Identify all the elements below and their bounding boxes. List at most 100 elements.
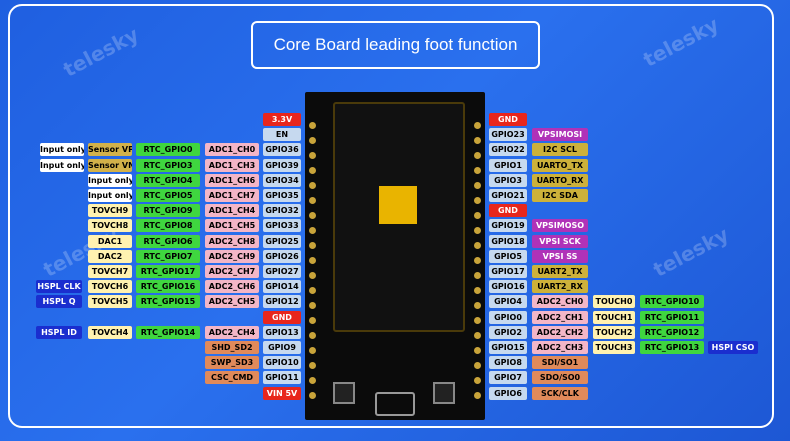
- header-pin: [474, 347, 481, 354]
- function-label: VPSIMOSO: [532, 219, 588, 233]
- header-pin: [474, 227, 481, 234]
- function-label: ADC2_CH1: [532, 310, 588, 324]
- note-label: Input only: [88, 189, 132, 202]
- rtc-label: RTC_GPIO10: [640, 295, 704, 309]
- adc-label: ADC1_CH4: [205, 204, 259, 218]
- adc-label: ADC2_CH7: [205, 265, 259, 278]
- adc-label: ADC2_CH4: [205, 325, 259, 339]
- touch-label: TOVCH7: [88, 265, 132, 278]
- right-pin-label: GND: [489, 204, 527, 218]
- rtc-label: RTC_GPIO12: [640, 325, 704, 339]
- touch-label: TOUCH1: [593, 310, 635, 324]
- left-pin-label: GPIO34: [263, 173, 301, 187]
- flash-label: SHD_SD2: [205, 341, 259, 354]
- rtc-label: RTC_GPIO13: [640, 341, 704, 354]
- boot-button[interactable]: [433, 382, 455, 404]
- right-pin-label: GPIO16: [489, 280, 527, 294]
- hspi-label: HSPL ID: [36, 325, 82, 339]
- function-label: ADC2_CH2: [532, 325, 588, 339]
- touch-label: TOVCH9: [88, 204, 132, 218]
- left-pin-label: GPIO14: [263, 280, 301, 294]
- chip: [379, 186, 417, 224]
- adc-label: ADC2_CH9: [205, 249, 259, 263]
- rtc-label: RTC_GPIO16: [136, 280, 200, 294]
- left-pin-label: GPIO12: [263, 295, 301, 309]
- header-pin: [309, 242, 316, 249]
- left-pin-label: VIN 5V: [263, 386, 301, 400]
- rtc-label: RTC_GPIO7: [136, 249, 200, 263]
- touch-label: DAC1: [88, 234, 132, 248]
- touch-label: TOVCH8: [88, 219, 132, 233]
- outer-frame: [8, 4, 774, 428]
- function-label: I2C SDA: [532, 189, 588, 202]
- header-pin: [309, 362, 316, 369]
- function-label: UARTO_RX: [532, 173, 588, 187]
- left-pin-label: 3.3V: [263, 113, 301, 126]
- right-pin-label: GPIO3: [489, 173, 527, 187]
- left-pin-label: GPIO33: [263, 219, 301, 233]
- note-label: Input only: [40, 143, 84, 157]
- wifi-module: [333, 102, 465, 332]
- touch-label: TOUCH3: [593, 341, 635, 354]
- header-pin: [474, 182, 481, 189]
- right-pin-label: GPIO4: [489, 295, 527, 309]
- note-label: Input only: [40, 158, 84, 172]
- function-label: VPSI SS: [532, 249, 588, 263]
- header-pin: [474, 212, 481, 219]
- esp32-board: [305, 92, 485, 420]
- function-label: UART2_RX: [532, 280, 588, 294]
- right-pin-label: GPIO19: [489, 219, 527, 233]
- function-label: UART2_TX: [532, 265, 588, 278]
- left-pin-label: EN: [263, 128, 301, 142]
- header-pin: [474, 242, 481, 249]
- header-pin: [309, 377, 316, 384]
- right-pin-label: GPIO2: [489, 325, 527, 339]
- right-pin-label: GND: [489, 113, 527, 126]
- function-label: VPSIMOSI: [532, 128, 588, 142]
- header-pin: [309, 287, 316, 294]
- function-label: SDO/SO0: [532, 371, 588, 385]
- rtc-label: RTC_GPIO9: [136, 204, 200, 218]
- right-pin-label: GPIO18: [489, 234, 527, 248]
- left-pin-label: GPIO11: [263, 371, 301, 385]
- header-pin: [309, 272, 316, 279]
- function-label: SCK/CLK: [532, 386, 588, 400]
- header-pin: [474, 152, 481, 159]
- en-button[interactable]: [333, 382, 355, 404]
- flash-label: SWP_SD3: [205, 356, 259, 370]
- touch-label: TOVCH5: [88, 295, 132, 309]
- adc-label: ADC2_CH6: [205, 280, 259, 294]
- left-pin-label: GPIO32: [263, 204, 301, 218]
- header-pin: [474, 122, 481, 129]
- header-pin: [474, 137, 481, 144]
- header-pin: [474, 392, 481, 399]
- left-pin-label: GPIO35: [263, 189, 301, 202]
- left-pin-label: GND: [263, 310, 301, 324]
- header-pin: [309, 197, 316, 204]
- right-pin-label: GPIO0: [489, 310, 527, 324]
- touch-label: DAC2: [88, 249, 132, 263]
- touch-label: TOVCH4: [88, 325, 132, 339]
- hspi-label: HSPI CSO: [708, 341, 758, 354]
- header-pin: [309, 302, 316, 309]
- rtc-label: RTC_GPIO3: [136, 158, 200, 172]
- left-pin-label: GPIO26: [263, 249, 301, 263]
- header-pin: [309, 392, 316, 399]
- rtc-label: RTC_GPIO8: [136, 219, 200, 233]
- header-pin: [474, 167, 481, 174]
- diagram-title: Core Board leading foot function: [251, 21, 540, 69]
- header-pin: [474, 362, 481, 369]
- right-pin-label: GPIO7: [489, 371, 527, 385]
- function-label: SDI/SO1: [532, 356, 588, 370]
- hspi-label: HSPL CLK: [36, 280, 82, 294]
- header-pin: [309, 182, 316, 189]
- adc-label: ADC2_CH8: [205, 234, 259, 248]
- hspi-label: HSPL Q: [36, 295, 82, 309]
- header-pin: [309, 257, 316, 264]
- header-pin: [309, 167, 316, 174]
- adc-label: ADC2_CH5: [205, 295, 259, 309]
- header-pin: [474, 287, 481, 294]
- header-pin: [309, 137, 316, 144]
- left-pin-label: GPIO9: [263, 341, 301, 354]
- left-pin-label: GPIO25: [263, 234, 301, 248]
